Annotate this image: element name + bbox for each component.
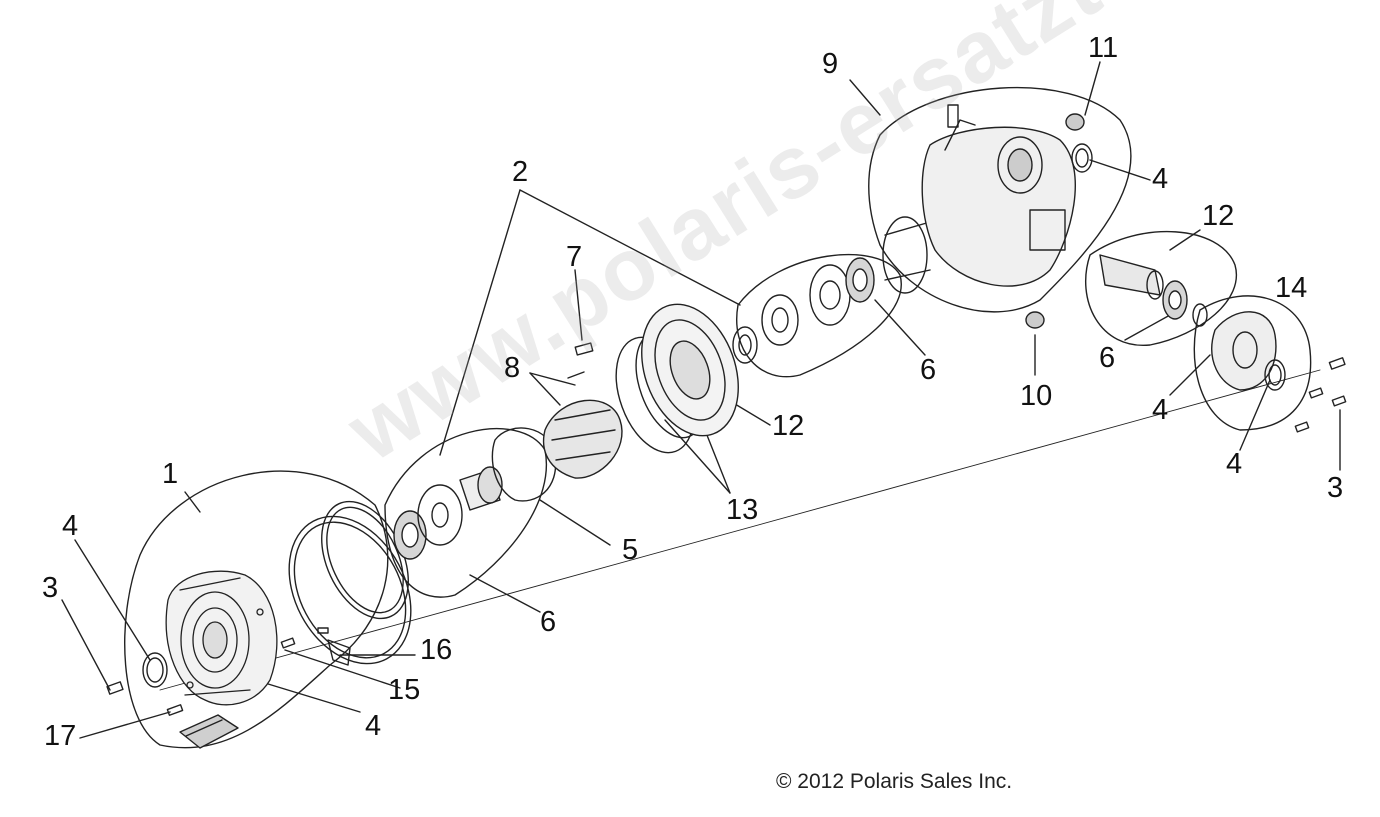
leader-8a [529, 372, 576, 386]
ring-large-left [288, 515, 412, 665]
group-outline-14 [1193, 295, 1312, 431]
connector-plug [179, 714, 239, 749]
callout-4-low-right: 4 [1226, 448, 1243, 480]
callout-11: 11 [1088, 32, 1119, 64]
callout-4-left: 4 [62, 510, 79, 542]
pin-15 [280, 627, 329, 649]
leader-17 [79, 711, 171, 739]
leader-9 [849, 79, 881, 116]
bushing-mid-a [732, 326, 758, 364]
callout-16: 16 [420, 634, 453, 666]
leader-4-mid-right [1169, 354, 1211, 396]
seal-4-mid-right [1192, 303, 1208, 327]
callout-9: 9 [822, 48, 839, 80]
callout-4-bottom: 4 [365, 710, 382, 742]
bushing-mid-c [809, 264, 851, 326]
pin-7 [574, 342, 594, 356]
bushing-mid-b [761, 294, 799, 346]
plug-11 [1065, 113, 1085, 131]
callout-13: 13 [726, 494, 759, 526]
pinion-shaft-12 [1099, 254, 1164, 300]
callout-2: 2 [512, 156, 529, 188]
bushing-left [417, 484, 463, 546]
leader-4-low-right [1239, 379, 1271, 451]
callout-3-right: 3 [1327, 472, 1344, 504]
spring-8 [567, 371, 585, 379]
callout-5: 5 [622, 534, 639, 566]
copyright-notice: © 2012 Polaris Sales Inc. [776, 770, 1013, 793]
callout-10: 10 [1020, 380, 1053, 412]
group-outline-9 [868, 87, 1132, 313]
cover-14 [1211, 311, 1277, 391]
leader-6-right [1124, 314, 1171, 341]
callout-8: 8 [504, 352, 521, 384]
leader-4-top-right [1089, 159, 1151, 181]
sleeve-ring [882, 216, 931, 294]
plug-10 [1025, 311, 1045, 329]
leader-6-mid [874, 299, 926, 356]
group-outline-6-mid [736, 253, 902, 378]
bearing-6-right [1162, 280, 1188, 320]
group-outline-12-right [1085, 230, 1238, 346]
leader-15 [284, 649, 401, 689]
callout-4-top-right: 4 [1152, 163, 1169, 195]
callout-12-mid: 12 [772, 410, 805, 442]
callout-7: 7 [566, 241, 583, 273]
leader-13a [664, 419, 731, 494]
leader-2-left [439, 189, 521, 456]
leader-8b [529, 372, 561, 406]
center-axis-line [159, 369, 1321, 691]
housing-9 [921, 119, 1076, 287]
ring-mid-left [321, 500, 409, 620]
callout-6-left: 6 [540, 606, 557, 638]
clip-16 [327, 639, 351, 666]
seal-4-left [142, 652, 168, 688]
callout-4-mid-right: 4 [1152, 394, 1169, 426]
leader-3-left [61, 599, 111, 691]
leader-4-bottom [254, 679, 361, 713]
callout-14: 14 [1275, 272, 1308, 304]
ring-gear-12-mid [641, 303, 739, 437]
leader-7 [574, 269, 583, 341]
callout-6-mid: 6 [920, 354, 937, 386]
group-outline-6-left [384, 428, 548, 598]
callout-17: 17 [44, 720, 77, 752]
leader-5 [539, 499, 611, 546]
leader-6-left [469, 574, 541, 613]
plate-5 [491, 427, 557, 502]
leader-12-right [1169, 229, 1201, 251]
gear-case-cover [165, 570, 278, 706]
leader-4-left [74, 539, 151, 661]
callout-12-right: 12 [1202, 200, 1235, 232]
seal-4-top-right [1071, 143, 1093, 173]
seal-4-low-right [1264, 359, 1286, 391]
shaft-gear-left [459, 466, 503, 511]
leader-1 [184, 491, 201, 513]
bearing-6-left [393, 510, 427, 560]
bolts-3-right [1294, 357, 1347, 433]
bolt-3-left [106, 681, 124, 695]
callout-1: 1 [162, 458, 179, 490]
vent-fitting [947, 104, 959, 128]
leader-2-right [519, 189, 741, 306]
roll-cage-8 [542, 399, 623, 479]
pin-17 [166, 704, 184, 716]
callout-6-right: 6 [1099, 342, 1116, 374]
leader-11 [1084, 61, 1101, 116]
callout-15: 15 [388, 674, 421, 706]
bearing-6-mid [845, 257, 875, 303]
callout-3-left: 3 [42, 572, 59, 604]
